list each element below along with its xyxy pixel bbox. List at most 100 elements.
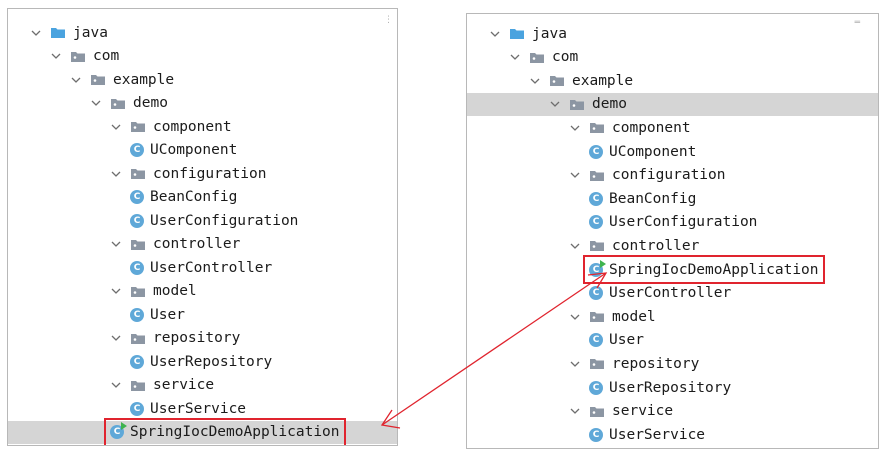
tree-row-repository[interactable]: repository bbox=[8, 327, 397, 350]
package-folder-icon bbox=[130, 285, 146, 298]
panel-grip-icon: ═ bbox=[854, 18, 860, 28]
tree-item-label: UserConfiguration bbox=[150, 212, 299, 229]
tree-item-label: service bbox=[153, 377, 215, 393]
tree-row-java[interactable]: java bbox=[467, 22, 878, 45]
package-folder-icon bbox=[130, 332, 146, 345]
tree-row-model[interactable]: model bbox=[467, 305, 878, 328]
chevron-down-icon[interactable] bbox=[110, 168, 122, 180]
package-folder-icon bbox=[549, 74, 565, 87]
chevron-down-icon[interactable] bbox=[569, 122, 581, 134]
tree-row-userservice[interactable]: C UserService bbox=[8, 397, 397, 420]
tree-row-service[interactable]: service bbox=[467, 400, 878, 423]
source-folder-icon bbox=[50, 26, 66, 39]
tree-item-label: model bbox=[153, 283, 197, 299]
class-icon: C bbox=[130, 354, 144, 369]
tree-row-example[interactable]: example bbox=[8, 68, 397, 91]
tree-item-label: model bbox=[612, 308, 656, 325]
tree-row-example[interactable]: example bbox=[467, 69, 878, 92]
tree-item-label: service bbox=[612, 403, 674, 420]
chevron-down-icon[interactable] bbox=[110, 332, 122, 344]
chevron-down-icon[interactable] bbox=[70, 74, 82, 86]
tree-row-user[interactable]: C User bbox=[467, 329, 878, 352]
class-icon: C bbox=[130, 190, 144, 204]
tree-row-model[interactable]: model bbox=[8, 280, 397, 303]
package-folder-icon bbox=[589, 121, 605, 134]
run-badge-icon bbox=[121, 422, 127, 430]
package-folder-icon bbox=[110, 97, 126, 110]
chevron-down-icon[interactable] bbox=[110, 379, 122, 391]
tree-item-label: configuration bbox=[612, 167, 726, 184]
tree-item-label: repository bbox=[153, 330, 241, 346]
tree-row-component[interactable]: component bbox=[8, 115, 397, 138]
package-folder-icon bbox=[70, 50, 86, 63]
tree-row-configuration[interactable]: configuration bbox=[467, 164, 878, 187]
tree-item-label: UComponent bbox=[609, 143, 697, 160]
chevron-down-icon[interactable] bbox=[569, 169, 581, 181]
tree-row-configuration[interactable]: configuration bbox=[8, 162, 397, 185]
chevron-down-icon[interactable] bbox=[489, 28, 501, 40]
class-icon: C bbox=[130, 307, 144, 322]
package-folder-icon bbox=[589, 405, 605, 418]
tree-row-controller[interactable]: controller bbox=[8, 233, 397, 256]
chevron-down-icon[interactable] bbox=[509, 51, 521, 63]
tree-item-label: User bbox=[609, 332, 644, 349]
class-icon: C bbox=[589, 215, 603, 230]
package-folder-icon bbox=[589, 357, 605, 370]
chevron-down-icon[interactable] bbox=[110, 238, 122, 250]
tree-item-label: repository bbox=[612, 355, 700, 372]
chevron-down-icon[interactable] bbox=[110, 285, 122, 297]
chevron-down-icon[interactable] bbox=[529, 75, 541, 87]
chevron-down-icon[interactable] bbox=[110, 121, 122, 133]
spring-boot-app-class-icon: C bbox=[110, 422, 127, 439]
class-icon: C bbox=[589, 333, 603, 348]
tree-item-label: UserService bbox=[609, 426, 706, 443]
chevron-down-icon[interactable] bbox=[569, 405, 581, 417]
chevron-down-icon[interactable] bbox=[569, 311, 581, 323]
chevron-down-icon[interactable] bbox=[30, 27, 42, 39]
package-folder-icon bbox=[130, 238, 146, 251]
tree-item-label: UserController bbox=[150, 259, 273, 276]
tree-row-component[interactable]: component bbox=[467, 116, 878, 139]
tree-item-label: java bbox=[532, 25, 567, 42]
tree-item-label: com bbox=[552, 49, 579, 66]
tree-item-label: example bbox=[572, 72, 634, 89]
tree-row-controller[interactable]: controller bbox=[467, 234, 878, 257]
package-folder-icon bbox=[589, 239, 605, 252]
package-folder-icon bbox=[589, 169, 605, 182]
tree-item-label: com bbox=[93, 48, 120, 64]
tree-row-com[interactable]: com bbox=[8, 45, 397, 68]
tree-row-repository[interactable]: repository bbox=[467, 352, 878, 375]
tree-row-userrepository[interactable]: C UserRepository bbox=[8, 350, 397, 373]
tree-item-label: configuration bbox=[153, 165, 267, 182]
class-icon: C bbox=[589, 191, 603, 206]
tree-row-java[interactable]: java bbox=[8, 21, 397, 44]
tree-row-service[interactable]: service bbox=[8, 374, 397, 397]
chevron-down-icon[interactable] bbox=[90, 97, 102, 109]
tree-row-com[interactable]: com bbox=[467, 46, 878, 69]
chevron-down-icon[interactable] bbox=[569, 358, 581, 370]
tree-item-label: UserService bbox=[150, 400, 247, 417]
chevron-down-icon[interactable] bbox=[549, 98, 561, 110]
class-icon: C bbox=[130, 401, 144, 416]
tree-row-demo[interactable]: demo bbox=[467, 92, 878, 116]
chevron-down-icon[interactable] bbox=[50, 50, 62, 62]
class-icon: C bbox=[589, 380, 603, 395]
tree-row-demo[interactable]: demo bbox=[8, 92, 397, 115]
chevron-down-icon[interactable] bbox=[569, 240, 581, 252]
tree-item-label: UserRepository bbox=[150, 353, 273, 370]
package-folder-icon bbox=[589, 310, 605, 323]
